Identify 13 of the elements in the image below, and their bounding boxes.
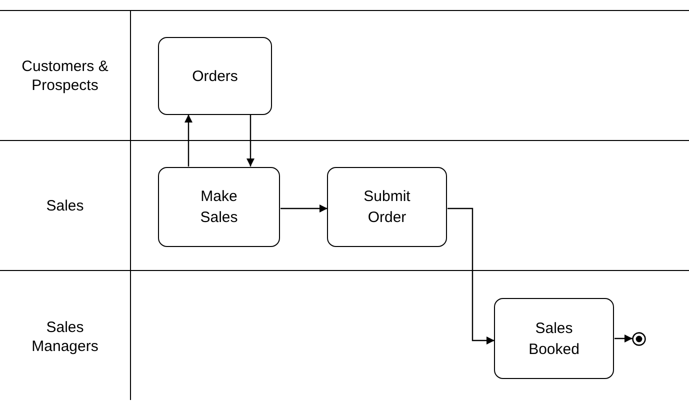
arrow — [448, 208, 494, 344]
lane-label: Sales Managers — [30, 318, 100, 356]
process-box: Orders — [158, 37, 272, 115]
process-box: Make Sales — [158, 167, 280, 247]
lane-label: Customers & Prospects — [20, 56, 110, 94]
arrow — [246, 114, 254, 166]
arrow — [614, 334, 632, 342]
lane-label: Sales — [45, 196, 85, 215]
arrow — [184, 114, 192, 166]
process-box: Submit Order — [327, 167, 447, 247]
process-box: Sales Booked — [494, 298, 614, 379]
end-circle — [632, 332, 646, 346]
arrow — [280, 204, 328, 212]
